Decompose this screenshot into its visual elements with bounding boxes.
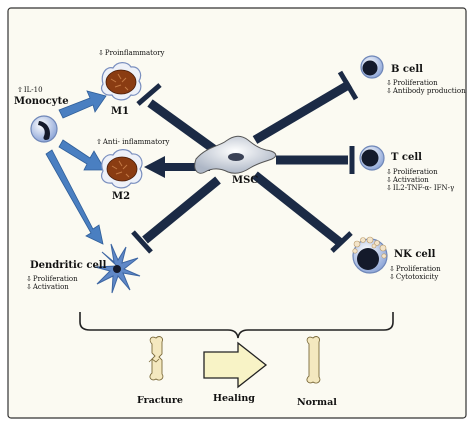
msc-label: MSC — [232, 175, 259, 186]
up-arrow-icon: ⇧ — [17, 86, 23, 94]
nk-cell-icon — [352, 236, 388, 274]
macrophage-m1-icon — [101, 62, 142, 101]
monocyte-to-m1-arrow — [58, 90, 107, 119]
fracture-label: Fracture — [137, 395, 183, 406]
b-cell-notes: ⇩Proliferation ⇩Antibody production — [386, 79, 466, 96]
down-arrow-icon: ⇩ — [389, 273, 395, 282]
dendritic-cell-notes: ⇩Proliferation ⇩Activation — [26, 275, 78, 292]
t-cell-label: T cell — [391, 152, 422, 163]
down-arrow-icon: ⇩ — [386, 79, 392, 87]
dendritic-cell-label: Dendritic cell — [30, 260, 107, 271]
dendritic-inhibit-bar — [131, 230, 153, 254]
m2-note: ⇧Anti- inflammatory — [96, 138, 170, 146]
healing-arrow — [203, 341, 268, 389]
healing-brace — [79, 312, 394, 339]
monocyte-to-dendritic-arrow — [45, 149, 104, 245]
msc-to-m2-arrow — [144, 156, 210, 178]
m1-label: M1 — [111, 106, 130, 117]
down-arrow-icon: ⇩ — [386, 168, 392, 176]
down-arrow-icon: ⇩ — [26, 283, 32, 292]
normal-bone-icon — [306, 336, 321, 384]
b-cell-label: B cell — [391, 64, 423, 75]
t-cell-icon — [359, 145, 385, 171]
monocyte-note: ⇧IL-10 — [17, 86, 43, 94]
stimulation-arrows — [45, 90, 107, 245]
nk-cell-label: NK cell — [394, 249, 436, 260]
down-arrow-icon: ⇩ — [26, 275, 32, 283]
m1-inhibit-bar — [136, 83, 162, 106]
up-arrow-icon: ⇧ — [96, 138, 102, 146]
t-cell-notes: ⇩Proliferation ⇩Activation ⇩IL2-TNF-α- I… — [386, 168, 455, 193]
down-arrow-icon: ⇩ — [386, 87, 392, 96]
dendritic-cell-icon — [94, 243, 141, 294]
monocyte-label: Monocyte — [14, 96, 69, 107]
m1-note: ⇩Proinflammatory — [98, 49, 165, 57]
fracture-bone-icon — [148, 336, 164, 381]
nk-inhibit-bar — [330, 231, 353, 253]
normal-label: Normal — [297, 397, 337, 408]
monocyte-to-m2-arrow — [58, 139, 106, 171]
msc-cell-icon — [194, 135, 277, 174]
bcell-inhibit-bar — [337, 70, 359, 101]
macrophage-m2-icon — [100, 149, 143, 189]
nk-cell-notes: ⇩Proliferation ⇩Cytotoxicity — [389, 265, 441, 282]
m2-label: M2 — [112, 191, 131, 202]
msc-inhibits-dendritic-line — [142, 176, 221, 244]
msc-effect-lines — [131, 70, 359, 254]
down-arrow-icon: ⇩ — [386, 184, 392, 193]
down-arrow-icon: ⇩ — [389, 265, 395, 273]
healing-label: Healing — [213, 393, 255, 404]
monocyte-cell-icon — [30, 115, 58, 143]
msc-inhibits-m1-line — [147, 99, 218, 154]
down-arrow-icon: ⇩ — [98, 49, 104, 57]
diagram-frame — [7, 7, 467, 419]
msc-inhibits-bcell-line — [252, 80, 353, 144]
down-arrow-icon: ⇩ — [386, 176, 392, 185]
b-cell-icon — [360, 55, 384, 79]
msc-inhibits-nk-line — [252, 171, 345, 248]
